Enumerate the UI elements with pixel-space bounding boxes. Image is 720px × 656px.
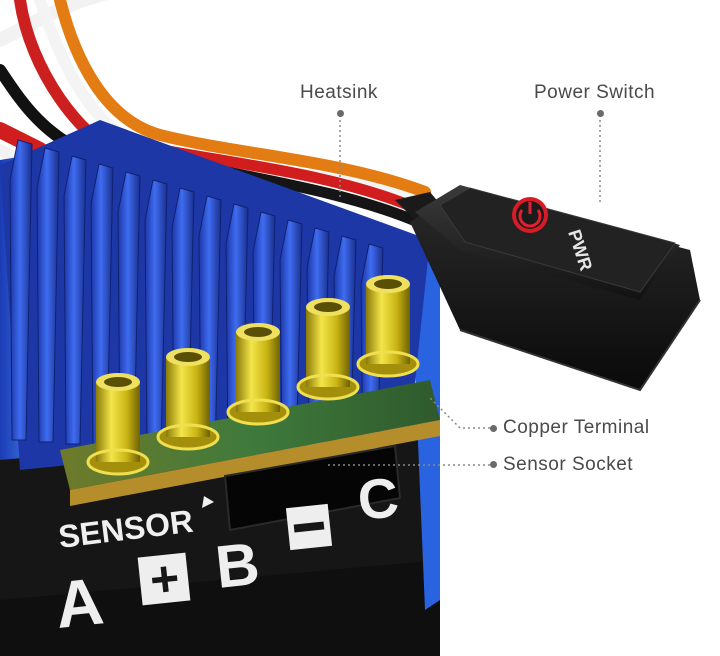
copper-terminal-label: Copper Terminal [503,417,650,438]
copper-terminal [86,373,150,476]
sensor-socket-label: Sensor Socket [503,454,634,475]
heatsink-fin [144,179,168,451]
copper-terminal [296,298,360,401]
callout-leaders [325,115,601,466]
sensor-arrow-icon [202,496,214,508]
phase-b-marking: B [212,530,262,601]
sensor-socket-callout-dot [490,461,497,468]
plus-marking-box [137,552,191,606]
phase-a-marking: A [52,563,107,642]
heatsink-fin [9,139,33,441]
copper-terminal [156,348,220,451]
sensor-pcb [60,380,440,506]
phase-c-marking: C [355,465,402,532]
heatsink-fin [63,155,87,445]
copper-terminals [86,275,420,476]
minus-marking [293,521,325,533]
sensor-socket [223,444,402,532]
copper-terminal-callout-dot [490,425,497,432]
power-switch-module: PWR [395,185,701,392]
heatsink-label: Heatsink [300,82,378,103]
heatsink-fin [36,147,60,443]
copper-terminal [356,275,420,378]
power-switch-callout-dot [597,110,604,117]
power-switch-label: Power Switch [534,82,656,103]
heatsink-callout-dot [337,110,344,117]
copper-terminal [226,323,290,426]
plus-marking: + [147,550,182,609]
